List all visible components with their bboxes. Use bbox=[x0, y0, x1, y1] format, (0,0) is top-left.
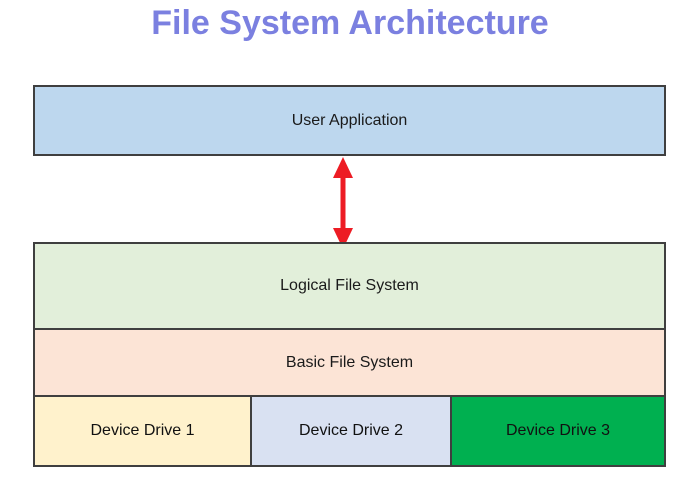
device-drive-3-label: Device Drive 3 bbox=[505, 422, 611, 439]
device-drive-1-box: Device Drive 1 bbox=[35, 397, 252, 465]
file-system-layer-stack: Logical File System Basic File System De… bbox=[33, 242, 666, 467]
double-arrow-icon bbox=[325, 157, 361, 249]
device-drive-2-box: Device Drive 2 bbox=[252, 397, 452, 465]
basic-file-system-box: Basic File System bbox=[35, 330, 664, 397]
page-title: File System Architecture bbox=[151, 4, 549, 42]
device-drive-1-label: Device Drive 1 bbox=[90, 422, 195, 439]
device-drive-2-label: Device Drive 2 bbox=[298, 422, 404, 439]
device-drives-row: Device Drive 1 Device Drive 2 Device Dri… bbox=[35, 397, 664, 465]
logical-file-system-box: Logical File System bbox=[35, 244, 664, 330]
device-drive-3-box: Device Drive 3 bbox=[452, 397, 664, 465]
logical-file-system-label: Logical File System bbox=[280, 277, 419, 294]
user-application-label: User Application bbox=[291, 111, 408, 129]
user-application-box: User Application bbox=[33, 85, 666, 156]
basic-file-system-label: Basic File System bbox=[285, 353, 414, 371]
